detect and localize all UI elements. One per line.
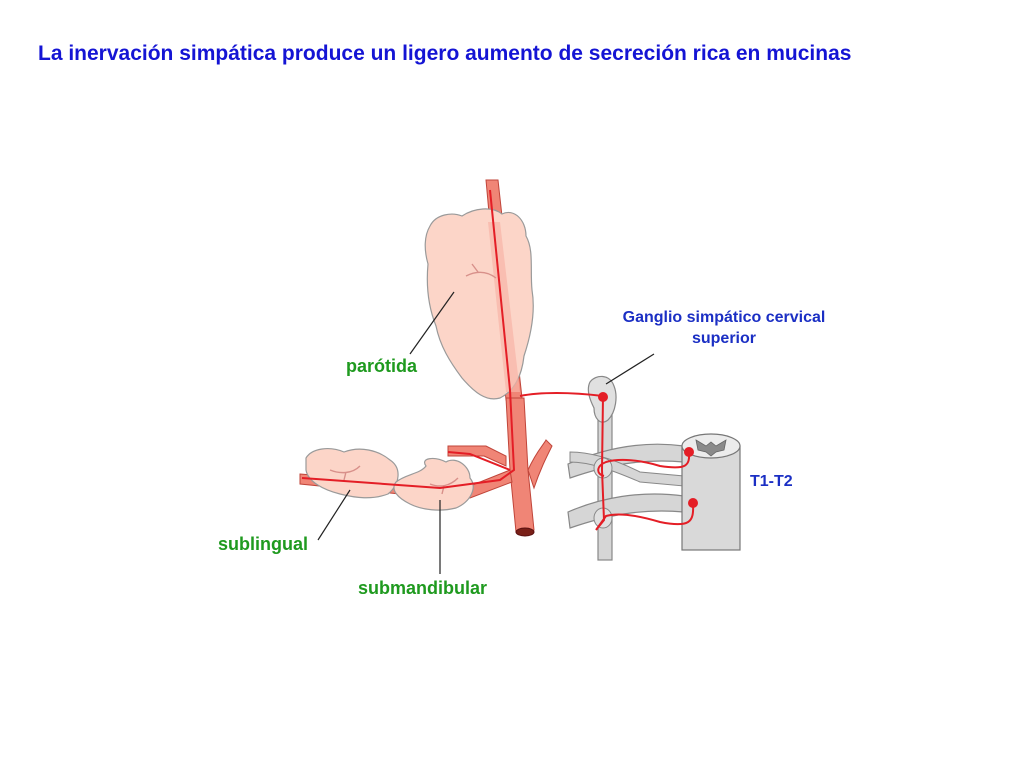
preganglionic-fiber-lower — [595, 395, 695, 531]
submandibular-gland — [393, 457, 474, 574]
ganglion-leader-line — [605, 353, 655, 385]
internal-carotid-artery — [527, 439, 553, 490]
sublingual-label: sublingual — [218, 534, 308, 554]
ganglion-label-line1: Ganglio simpático cervical — [623, 309, 826, 326]
spinal-neuron-dot-upper — [684, 447, 694, 457]
artery-cut-end — [515, 527, 535, 537]
preganglionic-fiber-upper — [597, 451, 691, 477]
parotid-label: parótida — [346, 356, 418, 376]
submandibular-label: submandibular — [358, 578, 487, 598]
sympathetic-nerve-pathway — [301, 189, 695, 531]
ganglion-neuron-dot — [598, 392, 608, 402]
spinal-cord-body — [681, 445, 741, 551]
gray-matter — [695, 439, 727, 457]
common-carotid-artery — [505, 397, 535, 533]
postganglionic-fiber — [301, 189, 516, 490]
ganglion-label-line2: superior — [692, 330, 756, 347]
sublingual-gland — [305, 448, 399, 541]
parotid-gland — [409, 208, 534, 400]
ganglion-to-artery-fiber — [519, 392, 604, 397]
page-title: La inervación simpática produce un liger… — [38, 42, 852, 65]
spinal-cord — [567, 375, 741, 561]
spinal-level-label: T1-T2 — [750, 473, 793, 490]
spinal-neuron-dot-lower — [688, 498, 698, 508]
postganglionic-branch — [447, 451, 511, 471]
